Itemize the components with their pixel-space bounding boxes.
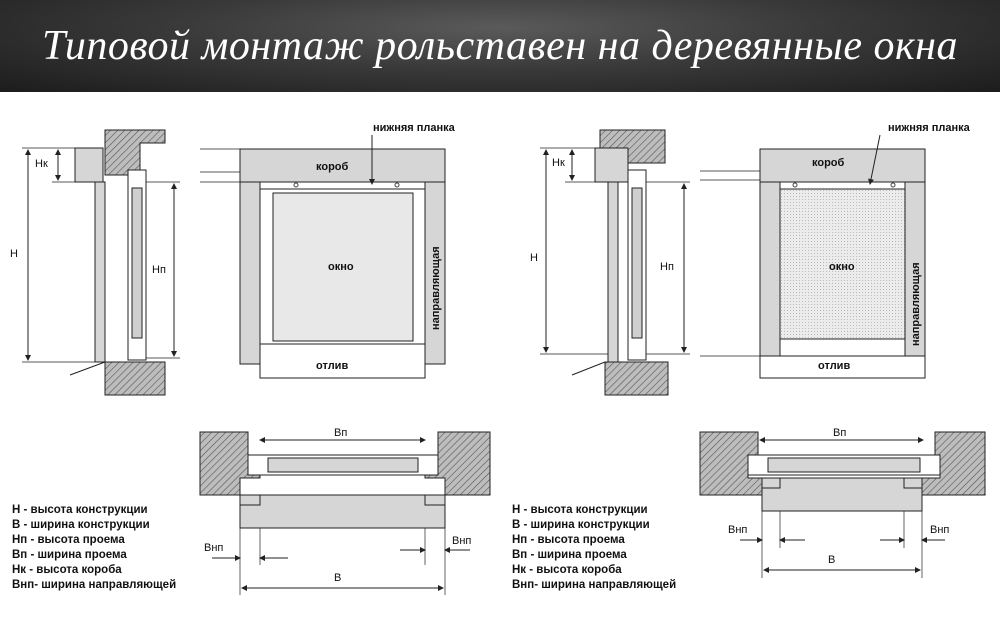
legend-line: Внп- ширина направляющей [512, 579, 676, 591]
dim-B-label: В [828, 554, 835, 566]
legend-line: Нп - высота проема [12, 534, 125, 546]
installation-diagram: Н Нк Нп нижняя планка короб окно отлив н… [10, 122, 986, 595]
bottom-slat-label: нижняя планка [888, 122, 971, 134]
dim-B-label: В [334, 572, 341, 584]
guide-label: направляющая [910, 262, 922, 346]
legend-line: В - ширина конструкции [512, 519, 650, 531]
sill-label: отлив [818, 360, 850, 372]
box-label: короб [316, 161, 349, 173]
legend-line: Вп - ширина проема [512, 549, 627, 561]
left-front-view: нижняя планка короб окно отлив направляю… [200, 122, 456, 379]
legend-line: Внп- ширина направляющей [12, 579, 176, 591]
title-banner [0, 0, 1000, 92]
left-section-view: Н Нк Нп [10, 129, 180, 396]
legend-line: Нп - высота проема [512, 534, 625, 546]
dim-H-label: Н [530, 252, 538, 264]
legend-line: Н - высота конструкции [512, 504, 648, 516]
dim-Bp-label: Вп [334, 427, 347, 439]
box-label: короб [812, 157, 845, 169]
guide-label: направляющая [430, 246, 442, 330]
dim-Bnp-right-label: Внп [930, 524, 949, 536]
page-title: Типовой монтаж рольставен на деревянные … [42, 23, 958, 69]
dim-Hk-label: Нк [35, 158, 48, 170]
dim-Bp-label: Вп [833, 427, 846, 439]
dim-H-label: Н [10, 248, 18, 260]
dim-Bnp-left-label: Внп [728, 524, 747, 536]
legend-line: Нк - высота короба [512, 564, 622, 576]
window-label: окно [829, 261, 855, 273]
left-plan-view: Вп В Внп Внп [199, 427, 491, 595]
left-legend: Н - высота конструкции В - ширина констр… [12, 504, 176, 591]
dim-Hk-label: Нк [552, 157, 565, 169]
legend-line: Нк - высота короба [12, 564, 122, 576]
sill-label: отлив [316, 360, 348, 372]
bottom-slat-label: нижняя планка [373, 122, 456, 134]
window-label: окно [328, 261, 354, 273]
legend-line: В - ширина конструкции [12, 519, 150, 531]
legend-line: Н - высота конструкции [12, 504, 148, 516]
dim-Bnp-left-label: Внп [204, 542, 223, 554]
right-section-view: Н Нк Нп [530, 129, 690, 396]
right-front-view: нижняя планка короб окно отлив направляю… [700, 122, 971, 379]
legend-line: Вп - ширина проема [12, 549, 127, 561]
right-plan-view: Вп В Внп Внп [699, 427, 986, 578]
right-legend: Н - высота конструкции В - ширина констр… [512, 504, 676, 591]
dim-Hp-label: Нп [152, 264, 166, 276]
dim-Bnp-right-label: Внп [452, 535, 471, 547]
dim-Hp-label: Нп [660, 261, 674, 273]
